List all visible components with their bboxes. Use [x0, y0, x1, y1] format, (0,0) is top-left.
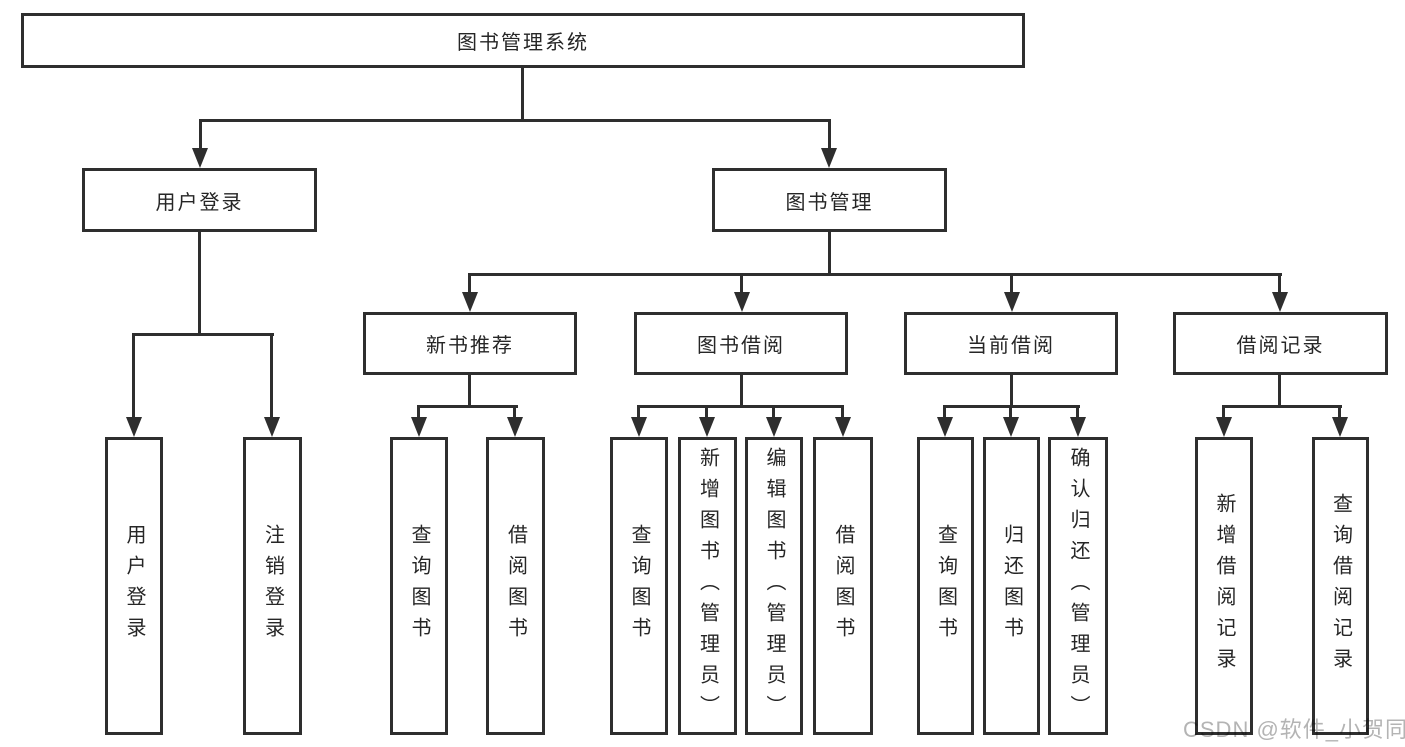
connector-line	[1278, 273, 1281, 294]
node-user-login-label: 用户登录	[155, 191, 244, 214]
node-borrow-record: 借阅记录	[1173, 312, 1388, 375]
leaf-newbook-borrow-books-label: 借阅图书	[504, 524, 527, 648]
arrow-down-icon	[264, 417, 280, 437]
leaf-current-return-books-label: 归还图书	[1000, 524, 1023, 648]
connector-line	[468, 273, 1282, 276]
connector-line	[1222, 405, 1225, 419]
leaf-logout: 注销登录	[243, 437, 302, 735]
arrow-down-icon	[462, 292, 478, 312]
connector-line	[1338, 405, 1341, 419]
arrow-down-icon	[1004, 292, 1020, 312]
leaf-current-confirm-return-admin-label: 确认归还（管理员）	[1067, 446, 1089, 726]
connector-line	[828, 232, 831, 275]
node-current-borrow-label: 当前借阅	[967, 335, 1055, 357]
connector-line	[417, 405, 420, 419]
connector-line	[468, 375, 471, 407]
arrow-down-icon	[821, 148, 837, 168]
arrow-down-icon	[1216, 417, 1232, 437]
leaf-newbook-query-books: 查询图书	[390, 437, 448, 735]
arrow-down-icon	[937, 417, 953, 437]
leaf-borrow-borrow-books: 借阅图书	[813, 437, 873, 735]
leaf-borrow-add-books-admin-label: 新增图书（管理员）	[696, 446, 719, 726]
connector-line	[828, 119, 831, 150]
arrow-down-icon	[766, 417, 782, 437]
connector-line	[1223, 405, 1342, 408]
arrow-down-icon	[411, 417, 427, 437]
arrow-down-icon	[1003, 417, 1019, 437]
connector-line	[740, 273, 743, 294]
node-book-borrow-label: 图书借阅	[697, 335, 785, 357]
connector-line	[418, 405, 518, 408]
node-book-management-label: 图书管理	[785, 191, 874, 214]
connector-line	[521, 68, 524, 121]
arrow-down-icon	[734, 292, 750, 312]
leaf-borrow-query-books-label: 查询图书	[628, 524, 650, 648]
connector-line	[133, 333, 274, 336]
connector-line	[270, 333, 273, 420]
arrow-down-icon	[699, 417, 715, 437]
leaf-newbook-query-books-label: 查询图书	[408, 524, 430, 648]
connector-line	[468, 273, 471, 294]
connector-line	[740, 375, 743, 407]
connector-line	[638, 405, 844, 408]
leaf-borrow-edit-books-admin: 编辑图书（管理员）	[745, 437, 803, 735]
connector-line	[772, 405, 775, 419]
connector-line	[199, 119, 831, 122]
arrow-down-icon	[126, 417, 142, 437]
arrow-down-icon	[1272, 292, 1288, 312]
node-root: 图书管理系统	[21, 13, 1025, 68]
arrow-down-icon	[1332, 417, 1348, 437]
arrow-down-icon	[192, 148, 208, 168]
connector-line	[1076, 405, 1079, 419]
connector-line	[1010, 273, 1013, 294]
arrow-down-icon	[507, 417, 523, 437]
leaf-record-add-record: 新增借阅记录	[1195, 437, 1253, 735]
connector-line	[198, 232, 201, 335]
connector-line	[841, 405, 844, 419]
node-new-book-recommend: 新书推荐	[363, 312, 577, 375]
connector-line	[513, 405, 516, 419]
connector-line	[1009, 405, 1012, 419]
connector-line	[944, 405, 1080, 408]
arrow-down-icon	[1070, 417, 1086, 437]
leaf-record-query-record-label: 查询借阅记录	[1329, 493, 1352, 679]
leaf-current-return-books: 归还图书	[983, 437, 1040, 735]
connector-line	[199, 119, 202, 150]
leaf-newbook-borrow-books: 借阅图书	[486, 437, 545, 735]
leaf-record-add-record-label: 新增借阅记录	[1213, 493, 1235, 679]
node-current-borrow: 当前借阅	[904, 312, 1118, 375]
node-new-book-recommend-label: 新书推荐	[426, 335, 514, 357]
connector-line	[1010, 375, 1013, 407]
connector-line	[1278, 375, 1281, 407]
connector-line	[705, 405, 708, 419]
connector-line	[132, 333, 135, 420]
leaf-borrow-query-books: 查询图书	[610, 437, 668, 735]
node-root-label: 图书管理系统	[457, 32, 589, 54]
leaf-user-login-label: 用户登录	[123, 524, 145, 648]
leaf-logout-label: 注销登录	[261, 524, 284, 648]
leaf-user-login: 用户登录	[105, 437, 163, 735]
leaf-borrow-edit-books-admin-label: 编辑图书（管理员）	[763, 446, 785, 726]
arrow-down-icon	[835, 417, 851, 437]
connector-line	[637, 405, 640, 419]
connector-line	[943, 405, 946, 419]
leaf-current-query-books-label: 查询图书	[934, 524, 957, 648]
node-book-borrow: 图书借阅	[634, 312, 848, 375]
node-borrow-record-label: 借阅记录	[1236, 335, 1325, 357]
leaf-current-query-books: 查询图书	[917, 437, 974, 735]
node-book-management: 图书管理	[712, 168, 947, 232]
leaf-current-confirm-return-admin: 确认归还（管理员）	[1048, 437, 1108, 735]
arrow-down-icon	[631, 417, 647, 437]
node-user-login: 用户登录	[82, 168, 317, 232]
leaf-borrow-borrow-books-label: 借阅图书	[832, 524, 854, 648]
csdn-watermark: CSDN @软件_小贺同学	[1183, 717, 1405, 742]
leaf-borrow-add-books-admin: 新增图书（管理员）	[678, 437, 737, 735]
leaf-record-query-record: 查询借阅记录	[1312, 437, 1369, 735]
